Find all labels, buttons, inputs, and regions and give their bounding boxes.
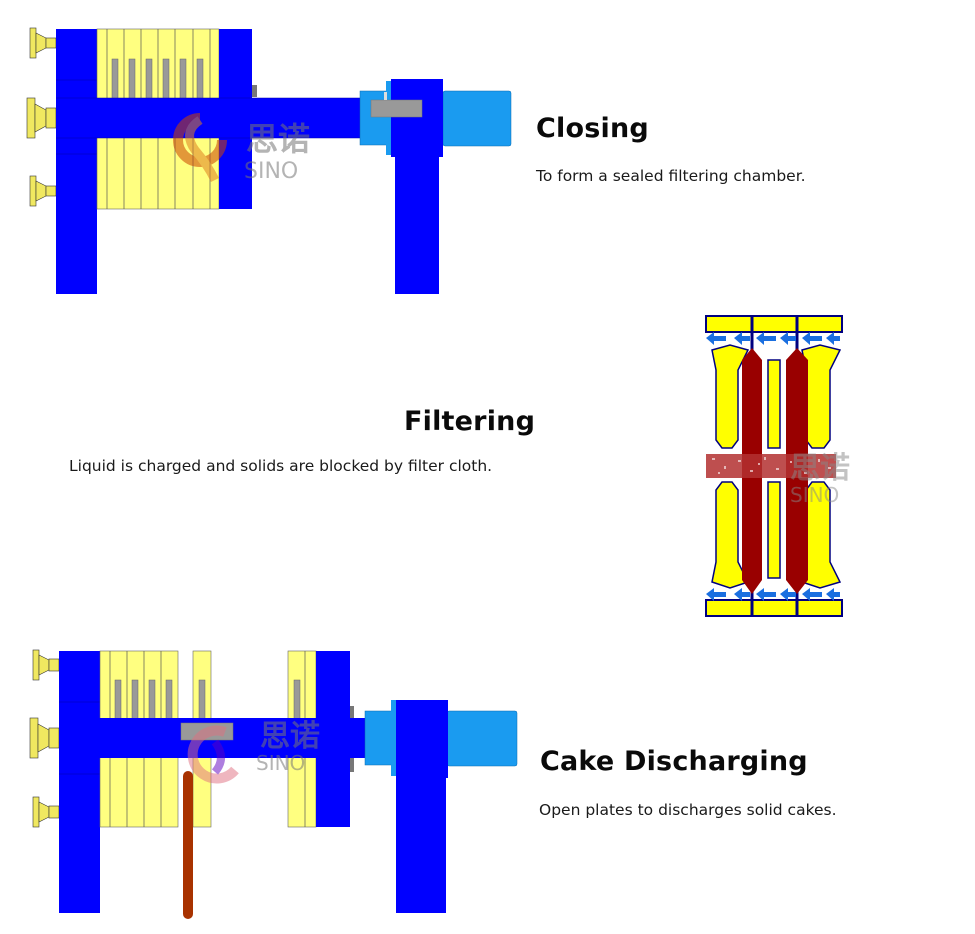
falling-cake bbox=[183, 771, 193, 919]
watermark-cn-3: 思诺 bbox=[260, 719, 320, 754]
closing-press: 思诺 SINO bbox=[26, 27, 512, 294]
sino-watermark bbox=[187, 725, 239, 784]
tail-frame bbox=[391, 79, 443, 157]
filtering-illustration: 思诺 SINO bbox=[705, 315, 850, 617]
watermark-cn: 思诺 bbox=[246, 120, 310, 158]
handwheel-icon bbox=[26, 27, 57, 207]
flow-arrow-icon bbox=[706, 332, 840, 601]
stage-title-filtering: Filtering bbox=[404, 406, 536, 437]
left-frame bbox=[56, 29, 97, 294]
stage-title-cake-discharging: Cake Discharging bbox=[540, 746, 808, 777]
stage-title-closing: Closing bbox=[536, 113, 649, 144]
stage-desc-filtering: Liquid is charged and solids are blocked… bbox=[69, 457, 493, 475]
slurry-band bbox=[706, 454, 836, 478]
handwheel-icon bbox=[29, 649, 60, 828]
stage-desc-closing: To form a sealed filtering chamber. bbox=[536, 167, 806, 185]
watermark-en-3: SINO bbox=[256, 751, 305, 775]
discharging-press: 思诺 SINO bbox=[29, 649, 518, 919]
stage-desc-cake-discharging: Open plates to discharges solid cakes. bbox=[539, 801, 837, 819]
sino-watermark bbox=[173, 113, 227, 183]
watermark-en: SINO bbox=[244, 159, 298, 184]
watermark-en-2: SINO bbox=[790, 483, 839, 507]
watermark-cn-2: 思诺 bbox=[790, 451, 850, 486]
